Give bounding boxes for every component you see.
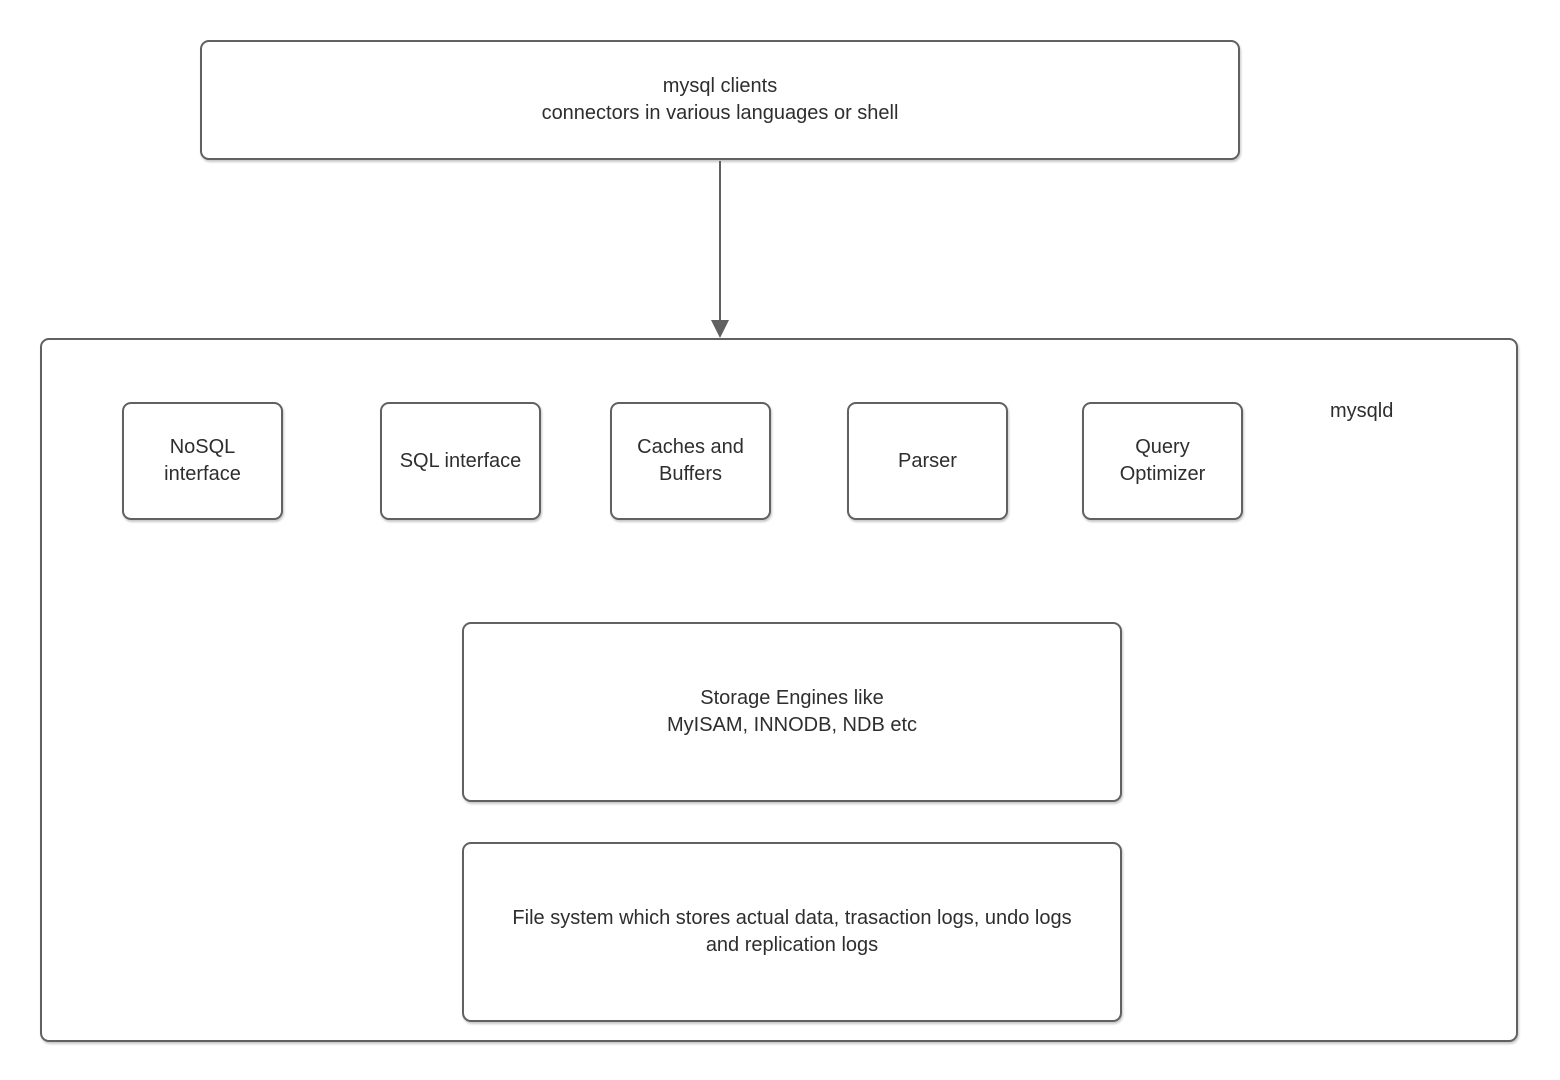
component-box-nosql-interface: NoSQL interface xyxy=(122,402,283,520)
clients-to-mysqld-connector xyxy=(705,161,735,338)
component-label: Parser xyxy=(898,449,957,472)
component-box-parser: Parser xyxy=(847,402,1008,520)
file-system-box: File system which stores actual data, tr… xyxy=(462,842,1122,1022)
component-label: Query Optimizer xyxy=(1119,436,1206,485)
component-label: SQL interface xyxy=(399,449,522,472)
storage-engines-label: Storage Engines like MyISAM, INNODB, NDB… xyxy=(666,687,918,736)
connector-line xyxy=(719,161,721,320)
clients-box-label: mysql clients connectors in various lang… xyxy=(541,75,899,124)
component-box-caches-and-buffers: Caches and Buffers xyxy=(610,402,771,520)
mysqld-label: mysqld xyxy=(1330,400,1394,422)
arrow-down-icon xyxy=(711,320,729,338)
component-box-query-optimizer: Query Optimizer xyxy=(1082,402,1243,520)
component-label: NoSQL interface xyxy=(164,436,241,485)
clients-box: mysql clients connectors in various lang… xyxy=(200,40,1240,160)
file-system-label: File system which stores actual data, tr… xyxy=(512,907,1072,956)
storage-engines-box: Storage Engines like MyISAM, INNODB, NDB… xyxy=(462,622,1122,802)
component-label: Caches and Buffers xyxy=(637,436,744,485)
component-box-sql-interface: SQL interface xyxy=(380,402,541,520)
mysqld-container-box: mysqld NoSQL interface SQL interface Cac… xyxy=(40,338,1518,1042)
